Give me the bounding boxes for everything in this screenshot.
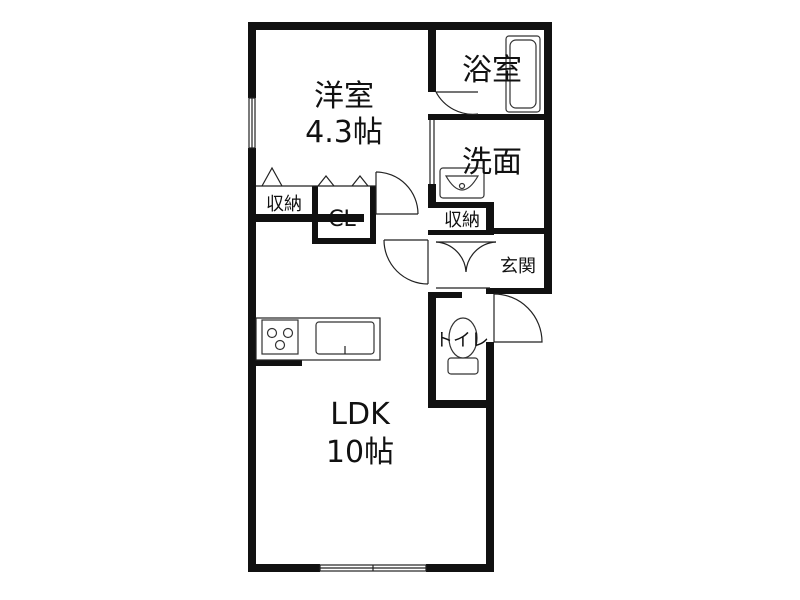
kitchen-counter (255, 317, 381, 361)
toilet-tank (447, 357, 479, 375)
ldk-name: LDK (330, 397, 391, 432)
storage-right-name: 収納 (444, 210, 480, 231)
windows (248, 97, 435, 572)
closet-name: CL (328, 207, 356, 232)
fixtures (255, 35, 541, 375)
toilet-name: トイレ (435, 330, 489, 351)
western-room-size: 4.3帖 (305, 115, 383, 150)
walls (248, 22, 552, 572)
entrance-name: 玄関 (500, 256, 536, 277)
room-labels: 洋室 4.3帖 浴室 洗面 収納 CL 収納 玄関 トイレ LDK 10帖 (266, 53, 536, 470)
storage-left-name: 収納 (266, 194, 302, 215)
ldk-size: 10帖 (326, 435, 394, 470)
doors (375, 91, 543, 343)
western-room-name: 洋室 (314, 79, 374, 114)
bath-name: 浴室 (462, 53, 522, 88)
washroom-name: 洗面 (462, 145, 522, 180)
toilet-bowl (448, 317, 478, 359)
